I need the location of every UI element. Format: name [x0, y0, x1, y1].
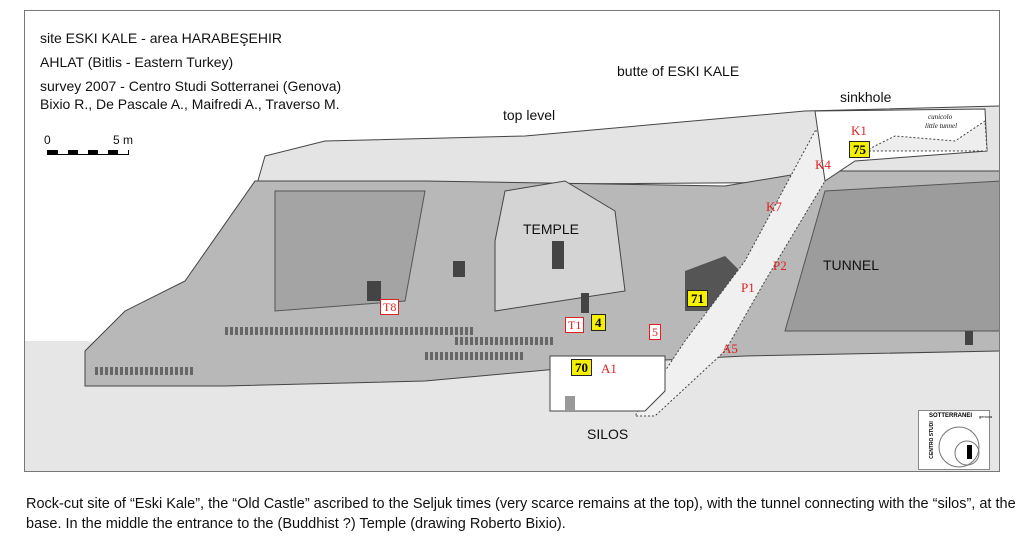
- left-chamber: [274, 190, 426, 312]
- header-line-4: Bixio R., De Pascale A., Maifredi A., Tr…: [40, 96, 340, 112]
- tunnel-label: TUNNEL: [823, 257, 880, 273]
- logo-title: SOTTERRANEI: [929, 413, 973, 419]
- top-level-label: top level: [503, 107, 556, 123]
- scale-zero: 0: [44, 133, 51, 147]
- box-75: 75: [849, 141, 870, 158]
- temple-label: TEMPLE: [523, 221, 580, 237]
- label-P2: P2: [773, 258, 787, 273]
- box-70: 70: [571, 359, 592, 376]
- label-K1: K1: [851, 123, 867, 138]
- header-line-2: AHLAT (Bitlis - Eastern Turkey): [40, 54, 234, 70]
- header-line-3: survey 2007 - Centro Studi Sotterranei (…: [40, 78, 342, 94]
- centro-studi-sotterranei-logo: SOTTERRANEI genova CENTRO STUDI: [918, 410, 993, 470]
- little-tunnel: [864, 120, 988, 152]
- tunnel-path: [634, 130, 856, 417]
- label-T8: T8: [380, 299, 400, 315]
- scale-five: 5 m: [113, 133, 134, 147]
- right-chamber: [784, 180, 999, 332]
- drawing-frame: top level sinkhole butte of ESKI KALE TE…: [24, 10, 1000, 472]
- label-K7: K7: [766, 199, 782, 214]
- label-A1: A1: [601, 361, 617, 376]
- masonry-walls: [95, 327, 555, 375]
- label-A5: A5: [722, 341, 738, 356]
- header-line-1: site ESKI KALE - area HARABEŞEHIR: [40, 30, 282, 46]
- sinkhole-label: sinkhole: [840, 89, 892, 105]
- scale-bar: [47, 150, 129, 155]
- label-T1: T1: [565, 317, 585, 333]
- box-4: 4: [591, 314, 606, 331]
- label-5: 5: [649, 324, 661, 340]
- logo-sub: genova: [979, 414, 993, 419]
- little-tunnel-en: little tunnel: [925, 122, 958, 130]
- butte-label: butte of ESKI KALE: [617, 63, 740, 79]
- little-tunnel-it: cunicolo: [928, 113, 953, 121]
- box-71: 71: [687, 290, 708, 307]
- label-K4: K4: [815, 157, 831, 172]
- site-drawing: [25, 105, 999, 471]
- silos-label: SILOS: [587, 426, 629, 442]
- figure-caption: Rock-cut site of “Eski Kale”, the “Old C…: [26, 496, 1016, 532]
- label-P1: P1: [741, 280, 755, 295]
